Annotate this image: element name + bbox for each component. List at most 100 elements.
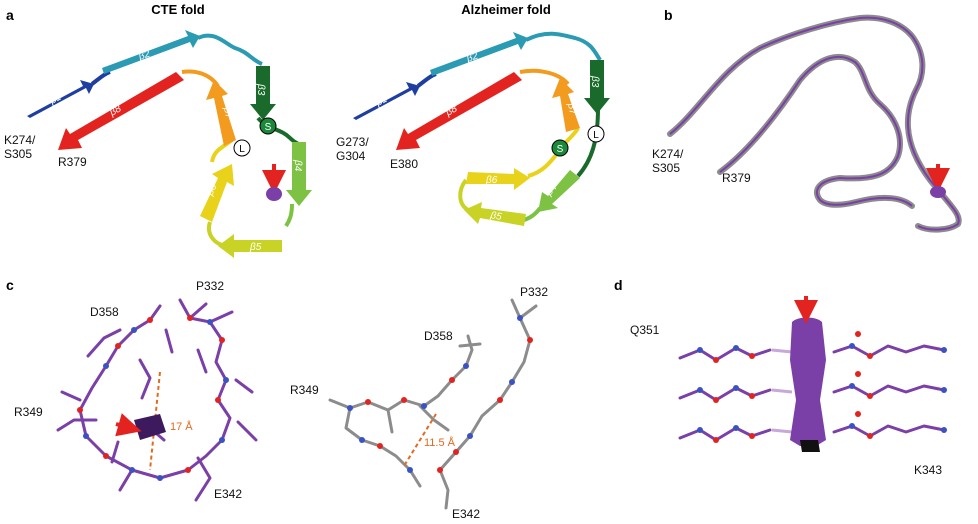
alz-strand-b7: β7	[552, 78, 580, 132]
c-right-e342: E342	[452, 507, 480, 521]
c-right-distance: 11.5 Å	[424, 436, 456, 449]
c-right-r349: R349	[290, 383, 319, 397]
panel-c: c 17 Å P332 D358 R349 E342	[6, 277, 548, 521]
alz-strand-b8: β8	[396, 72, 522, 150]
svg-text:β6: β6	[204, 182, 219, 198]
cte-ligand-density	[266, 187, 282, 201]
cte-strand-b8: β8	[58, 72, 184, 150]
cte-s-marker: S	[259, 117, 277, 135]
d-left-residues	[678, 345, 793, 443]
panel-c-label: c	[6, 277, 14, 293]
c-left-p332: P332	[196, 279, 224, 293]
c-left-ligand	[134, 414, 166, 440]
alz-strand-b3: β3	[584, 60, 610, 114]
svg-text:β1: β1	[47, 92, 63, 107]
d-right-nitrogens	[849, 343, 947, 433]
loop-b2-b3	[197, 33, 263, 66]
cte-strand-b1: β1	[27, 80, 94, 118]
cte-strand-b5: β5	[218, 234, 282, 258]
alz-s-marker: S	[551, 139, 569, 157]
svg-text:S: S	[557, 144, 564, 155]
d-q351: Q351	[630, 323, 660, 337]
cte-strand-b2: β2	[102, 30, 200, 74]
svg-text:β7: β7	[221, 105, 234, 120]
c-left-backbone	[78, 298, 232, 480]
purple-backbone-inner	[719, 55, 913, 207]
cte-fold-title: CTE fold	[151, 2, 204, 17]
alz-l-marker: L	[587, 125, 605, 143]
alz-loop-b4-b5	[523, 206, 542, 222]
alz-loop-b2-b3	[525, 31, 602, 62]
c-right-distance-line	[403, 413, 437, 467]
c-right-backbone-a	[438, 298, 538, 510]
c-left-d358: D358	[90, 305, 119, 319]
svg-text:β3: β3	[255, 83, 266, 96]
d-left-nitrogens	[697, 345, 739, 433]
d-left-fade-3	[771, 428, 793, 434]
panel-d: d	[614, 277, 947, 477]
d-left-fade-2	[771, 388, 793, 394]
c-right-nitrogens	[347, 315, 523, 473]
c-left-oxygens	[77, 315, 225, 473]
b-nterm-label-1: K274/	[652, 147, 684, 161]
cte-strand-b7: β7	[206, 80, 236, 146]
panel-b-label: b	[664, 7, 673, 23]
svg-text:β1: β1	[373, 94, 389, 109]
svg-text:β3: β3	[589, 75, 600, 88]
alz-loop-b7-b8	[519, 68, 570, 86]
panel-a-label: a	[6, 7, 14, 23]
c-left-arrow	[115, 413, 142, 437]
b-ligand-density	[930, 186, 946, 198]
panel-b: b K274/ S305 R379	[652, 7, 962, 233]
c-right-d358: D358	[424, 329, 453, 343]
alz-nterm-label-2: G304	[336, 149, 366, 163]
cte-strand-b6: β6	[200, 164, 234, 222]
d-strand-3-left	[678, 426, 772, 442]
cte-l-marker: L	[233, 139, 251, 157]
cte-strand-b3: β3	[250, 66, 276, 120]
d-strand-1-left	[678, 346, 772, 362]
d-right-oxygens	[855, 331, 873, 439]
c-left-nitrogens	[83, 319, 229, 481]
svg-text:β6: β6	[485, 175, 498, 186]
c-right-stick-model: 11.5 Å P332 D358 R349 E342	[290, 285, 548, 521]
alzheimer-fold-diagram: Alzheimer fold β1 β2 β3 β4	[336, 2, 610, 226]
alz-nterm-label-1: G273/	[336, 135, 369, 149]
d-right-residues	[832, 331, 947, 439]
purple-backbone	[669, 16, 960, 231]
superposed-backbone-ribbons	[667, 14, 962, 233]
c-left-e342: E342	[214, 487, 242, 501]
svg-text:β4: β4	[292, 159, 303, 172]
c-left-distance: 17 Å	[170, 420, 193, 433]
alz-strand-b1: β1	[353, 82, 420, 120]
cte-strand-b4: β4	[286, 142, 312, 206]
svg-text:S: S	[265, 122, 272, 133]
alzheimer-fold-title: Alzheimer fold	[461, 2, 551, 17]
d-ligand-tube	[790, 296, 826, 452]
d-k343: K343	[914, 463, 942, 477]
panel-d-label: d	[614, 277, 623, 293]
cte-fold-diagram: CTE fold β1 β2 β3	[4, 2, 312, 258]
d-left-oxygens	[713, 353, 755, 443]
c-right-oxygens	[365, 337, 533, 473]
alz-strand-b4: β4	[538, 170, 580, 212]
c-right-p332: P332	[520, 285, 548, 299]
alz-loop-b1-b2	[416, 72, 437, 88]
loop-b4-b5	[284, 203, 294, 228]
panel-a: a CTE fold β1 β2 β3	[4, 2, 610, 258]
alz-strand-b2: β2	[430, 32, 528, 76]
cte-nterm-label-2: S305	[4, 147, 32, 161]
alz-strand-b6: β6	[466, 168, 530, 190]
alz-cterm-label: E380	[390, 157, 418, 171]
grey-backbone	[667, 14, 962, 233]
svg-text:L: L	[593, 130, 599, 141]
svg-text:β2: β2	[464, 50, 480, 65]
svg-text:β2: β2	[136, 48, 152, 63]
cte-cterm-label: R379	[58, 155, 87, 169]
d-strand-2-left	[678, 386, 772, 402]
c-left-stick-model: 17 Å P332 D358 R349 E342	[14, 279, 258, 502]
alz-loop-b3-b4	[576, 107, 600, 178]
d-left-fade-1	[771, 348, 793, 354]
b-nterm-label-2: S305	[652, 161, 680, 175]
